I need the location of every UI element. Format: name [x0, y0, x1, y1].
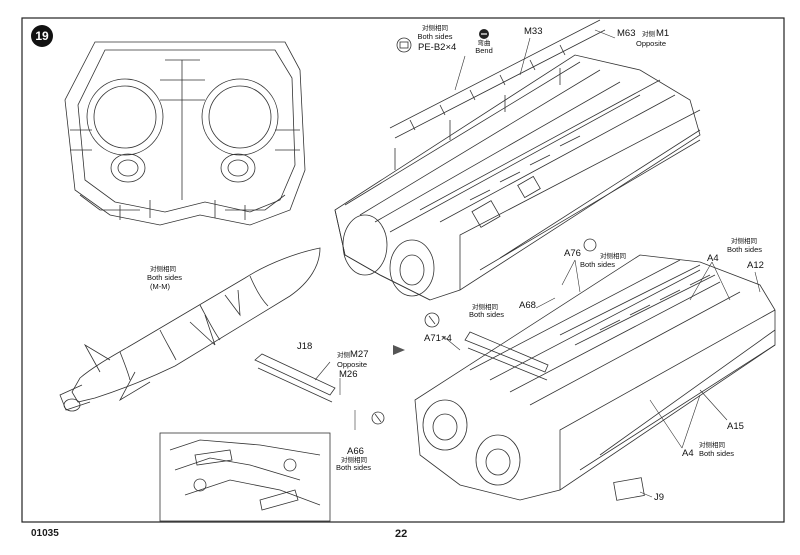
part-a76-label: A76: [564, 248, 581, 259]
part-a12-label: A12: [747, 260, 764, 271]
part-a4-bottom-both-sides-cn: 对侧相同: [699, 442, 725, 449]
part-a71-label: A71×4: [424, 333, 452, 344]
part-a4-top-both-sides-en: Both sides: [727, 245, 763, 254]
kit-code: 01035: [31, 528, 59, 539]
pe-b2-both-sides-cn: 对侧相同: [422, 25, 448, 32]
page-frame: [21, 17, 785, 523]
bend-icon: [479, 29, 489, 39]
part-m26-label: M26: [339, 369, 358, 380]
pe-b2-part-label: PE-B2×4: [418, 42, 457, 53]
leader-lines: [314, 29, 761, 498]
pe-b2-both-sides-en: Both sides: [417, 32, 453, 41]
part-j9-label: J9: [654, 492, 665, 503]
part-a76-both-sides-cn: 对侧相同: [600, 253, 626, 260]
part-m33-label: M33: [524, 26, 543, 37]
part-a4-bottom-both-sides-en: Both sides: [699, 449, 735, 458]
part-a4-bottom-label: A4: [682, 448, 694, 459]
part-m1-label: M1: [656, 28, 670, 39]
part-a66-label: A66: [347, 446, 364, 457]
part-m27-label: M27: [350, 349, 369, 360]
frame-front-view: [64, 41, 306, 226]
direction-arrow: [393, 345, 405, 355]
part-a68-label: A68: [519, 300, 536, 311]
missile-both-sides-cn: 对侧相同: [150, 266, 176, 273]
part-a71-icon: [424, 312, 440, 328]
part-j18-label: J18: [297, 341, 313, 352]
missile-part-label: (M-M): [150, 282, 170, 291]
part-m27-opposite-cn: 对侧: [337, 352, 350, 359]
fuselage-lower-assembly: [254, 254, 776, 501]
part-a68-both-sides-cn: 对侧相同: [472, 304, 498, 311]
page-number: 22: [395, 528, 408, 540]
bend-label-en: Bend: [475, 46, 493, 55]
missile-both-sides-en: Both sides: [147, 273, 183, 282]
part-a66-both-sides-en: Both sides: [336, 463, 372, 472]
fuselage-upper-assembly: [334, 19, 701, 301]
part-a4-top-both-sides-cn: 对侧相同: [731, 238, 757, 245]
part-a76-both-sides-en: Both sides: [580, 260, 616, 269]
part-a66-icon: [371, 411, 385, 425]
part-a76-icon: [583, 238, 597, 252]
missile-drawing: [59, 247, 321, 412]
part-m1-opposite-cn: 对侧: [642, 31, 655, 38]
part-m63-label: M63: [617, 28, 636, 39]
part-m1-opposite-en: Opposite: [636, 39, 667, 48]
part-a68-both-sides-en: Both sides: [469, 310, 505, 319]
detail-inset: [159, 432, 331, 522]
bend-label-cn: 弯曲: [477, 40, 491, 47]
part-m27-opposite-en: Opposite: [337, 360, 368, 369]
part-a15-label: A15: [727, 421, 744, 432]
photo-etch-icon: [396, 37, 412, 53]
part-a4-top-label: A4: [707, 253, 719, 264]
part-a66-both-sides-cn: 对侧相同: [341, 457, 367, 464]
step-number-badge: 19: [31, 25, 53, 47]
